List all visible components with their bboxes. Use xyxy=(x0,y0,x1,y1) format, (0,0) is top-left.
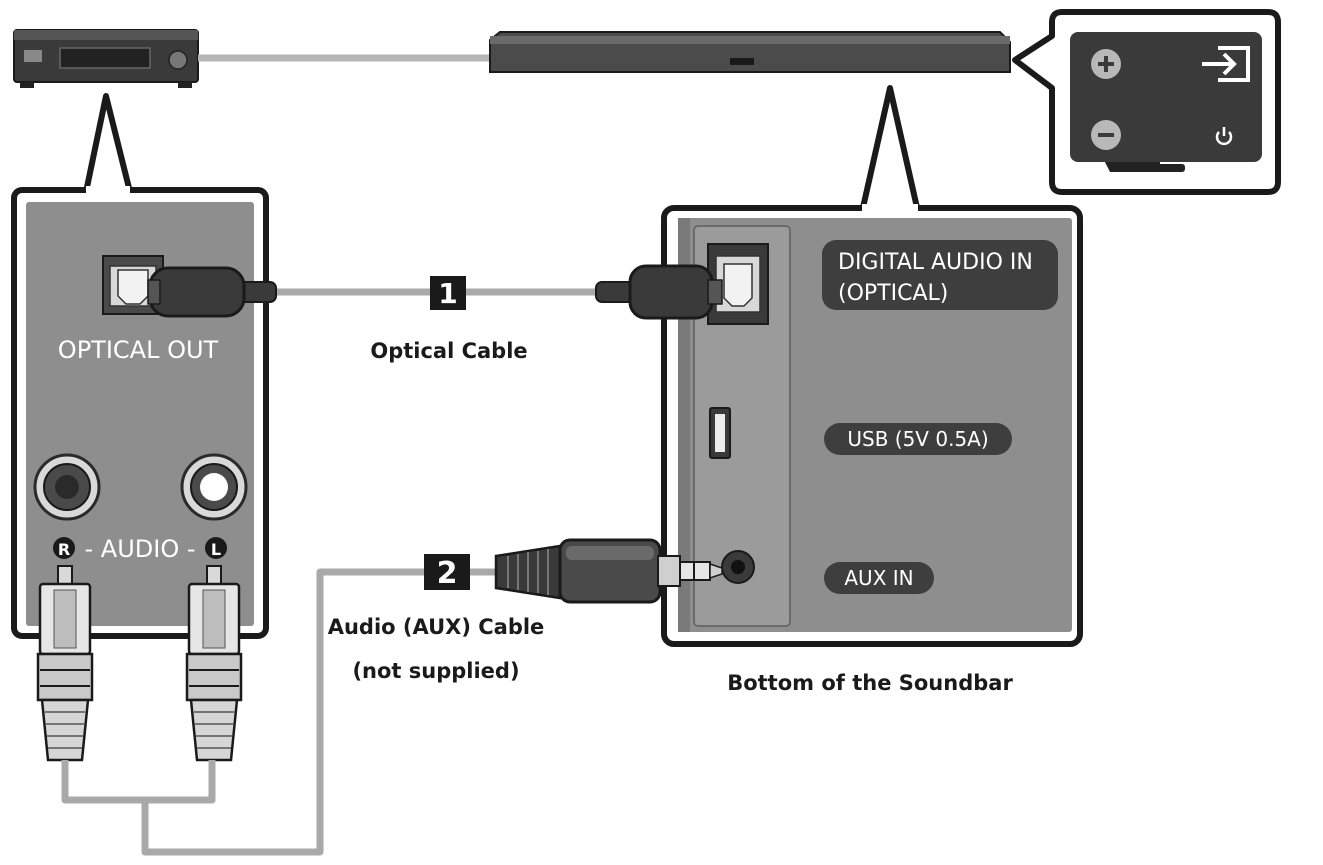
input-source-icon[interactable] xyxy=(1202,46,1250,82)
soundbar xyxy=(489,31,1011,73)
external-device xyxy=(13,29,199,88)
plus-icon[interactable] xyxy=(1091,49,1121,79)
optical-cable xyxy=(147,264,723,320)
aux-cable-label-line2: (not supplied) xyxy=(352,659,519,683)
aux-in-port xyxy=(721,550,755,584)
minus-icon[interactable] xyxy=(1091,120,1121,150)
step-2-number: 2 xyxy=(437,556,458,591)
rca-plug-left xyxy=(185,565,243,762)
digital-audio-in-pill xyxy=(822,240,1058,310)
soundbar-bottom-caption: Bottom of the Soundbar xyxy=(727,671,1013,695)
step-1-badge xyxy=(430,276,466,310)
optical-out-label: OPTICAL OUT xyxy=(58,336,219,364)
usb-port xyxy=(709,407,731,459)
audio-l-badge-bg xyxy=(205,537,227,559)
soundbar-callout-pointer xyxy=(859,85,921,213)
step-1-number: 1 xyxy=(438,277,457,310)
device-callout-pointer xyxy=(83,93,133,193)
digital-audio-in-label-line2: (OPTICAL) xyxy=(838,281,948,306)
optical-cable-label: Optical Cable xyxy=(370,339,527,363)
audio-label: - AUDIO - xyxy=(84,535,195,563)
aux-plug xyxy=(494,538,723,604)
digital-audio-in-label-line1: DIGITAL AUDIO IN xyxy=(838,250,1033,275)
audio-r-badge: R xyxy=(58,540,70,559)
step-2-badge xyxy=(424,554,470,590)
rca-jack-right xyxy=(33,453,101,521)
usb-pill xyxy=(824,423,1012,455)
aux-in-pill xyxy=(824,562,934,594)
soundbar-buttons-callout xyxy=(1012,9,1281,195)
rca-plug-right xyxy=(36,565,94,762)
aux-cable-label-line1: Audio (AUX) Cable xyxy=(328,615,545,639)
audio-r-badge-bg xyxy=(53,537,75,559)
aux-in-label: AUX IN xyxy=(844,566,913,590)
rca-jack-left xyxy=(180,453,248,521)
power-icon[interactable] xyxy=(1215,127,1233,146)
audio-l-badge: L xyxy=(211,540,221,559)
device-back-panel xyxy=(11,186,269,639)
usb-label: USB (5V 0.5A) xyxy=(847,427,988,451)
